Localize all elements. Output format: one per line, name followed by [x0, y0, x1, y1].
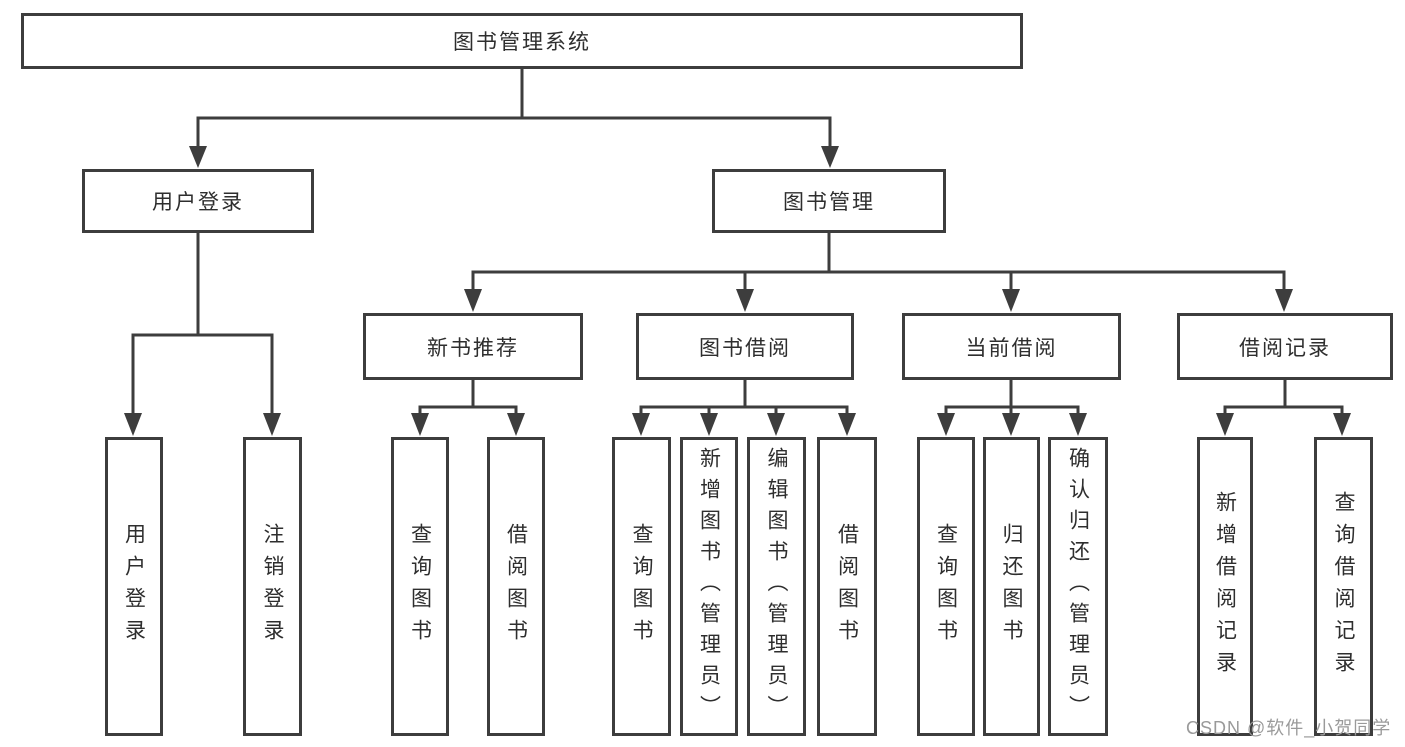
arrowhead: [937, 413, 955, 436]
leaf-query-borrow-record-label: 查询借阅记录: [1332, 490, 1355, 683]
leaf-borrow-books-recommend: 借阅图书: [487, 437, 545, 736]
leaf-user-login: 用户登录: [105, 437, 163, 736]
leaf-query-books-borrow: 查询图书: [612, 437, 671, 736]
arrowhead: [1216, 413, 1234, 436]
node-root-label: 图书管理系统: [453, 31, 591, 54]
leaf-query-books-current: 查询图书: [917, 437, 975, 736]
arrowhead: [821, 146, 839, 168]
connector-bookmgmt-to-level3: [471, 233, 1286, 294]
leaf-logout: 注销登录: [243, 437, 302, 736]
arrowhead: [1069, 413, 1087, 436]
leaf-confirm-return-admin: 确认归还（管理员）: [1048, 437, 1108, 736]
arrowhead: [464, 289, 482, 312]
node-user-login: 用户登录: [82, 169, 314, 233]
leaf-return-book-label: 归还图书: [1000, 522, 1023, 651]
node-book-borrow: 图书借阅: [636, 313, 854, 380]
leaf-query-books-borrow-label: 查询图书: [630, 522, 653, 651]
leaf-add-book-admin-label: 新增图书（管理员）: [697, 447, 721, 726]
arrowhead: [767, 413, 785, 436]
leaf-query-books-recommend: 查询图书: [391, 437, 449, 736]
connector-bookborrow-to-leaves: [639, 380, 849, 419]
leaf-query-books-recommend-label: 查询图书: [408, 522, 432, 651]
node-user-login-label: 用户登录: [152, 191, 244, 214]
leaf-logout-label: 注销登录: [261, 522, 284, 651]
connector-newbook-to-leaves: [418, 380, 518, 419]
arrowhead: [189, 146, 207, 168]
arrowhead: [700, 413, 718, 436]
node-current-borrow: 当前借阅: [902, 313, 1121, 380]
leaf-return-book: 归还图书: [983, 437, 1040, 736]
node-book-management: 图书管理: [712, 169, 946, 233]
arrowhead: [263, 413, 281, 436]
node-borrow-records-label: 借阅记录: [1239, 336, 1331, 360]
leaf-add-book-admin: 新增图书（管理员）: [680, 437, 738, 736]
leaf-edit-book-admin: 编辑图书（管理员）: [747, 437, 806, 736]
leaf-borrow-books-recommend-label: 借阅图书: [504, 522, 528, 651]
arrowhead: [1002, 413, 1020, 436]
connector-borrowrecord-to-leaves: [1223, 380, 1344, 419]
connector-userlogin-to-leaves: [131, 233, 274, 419]
arrowhead: [1333, 413, 1351, 436]
leaf-borrow-books-label: 借阅图书: [835, 522, 859, 651]
node-borrow-records: 借阅记录: [1177, 313, 1393, 380]
arrowhead: [411, 413, 429, 436]
connector-root-to-level2: [196, 69, 832, 151]
node-root: 图书管理系统: [21, 13, 1023, 69]
leaf-add-borrow-record: 新增借阅记录: [1197, 437, 1253, 736]
node-new-book-recommend: 新书推荐: [363, 313, 583, 380]
leaf-add-borrow-record-label: 新增借阅记录: [1213, 490, 1237, 683]
arrowhead: [838, 413, 856, 436]
leaf-user-login-label: 用户登录: [122, 522, 146, 651]
leaf-query-books-current-label: 查询图书: [934, 522, 958, 651]
arrowhead: [1275, 289, 1293, 312]
node-book-management-label: 图书管理: [783, 191, 875, 214]
leaf-edit-book-admin-label: 编辑图书（管理员）: [765, 447, 788, 726]
node-current-borrow-label: 当前借阅: [965, 336, 1058, 360]
leaf-confirm-return-admin-label: 确认归还（管理员）: [1066, 447, 1090, 726]
node-new-book-recommend-label: 新书推荐: [427, 336, 519, 360]
leaf-query-borrow-record: 查询借阅记录: [1314, 437, 1373, 736]
arrowhead: [124, 413, 142, 436]
node-book-borrow-label: 图书借阅: [699, 336, 791, 360]
arrowhead: [632, 413, 650, 436]
arrowhead: [507, 413, 525, 436]
leaf-borrow-books: 借阅图书: [817, 437, 877, 736]
watermark: CSDN @软件_小贺同学: [1186, 718, 1392, 738]
arrowhead: [1002, 289, 1020, 312]
arrowhead: [736, 289, 754, 312]
